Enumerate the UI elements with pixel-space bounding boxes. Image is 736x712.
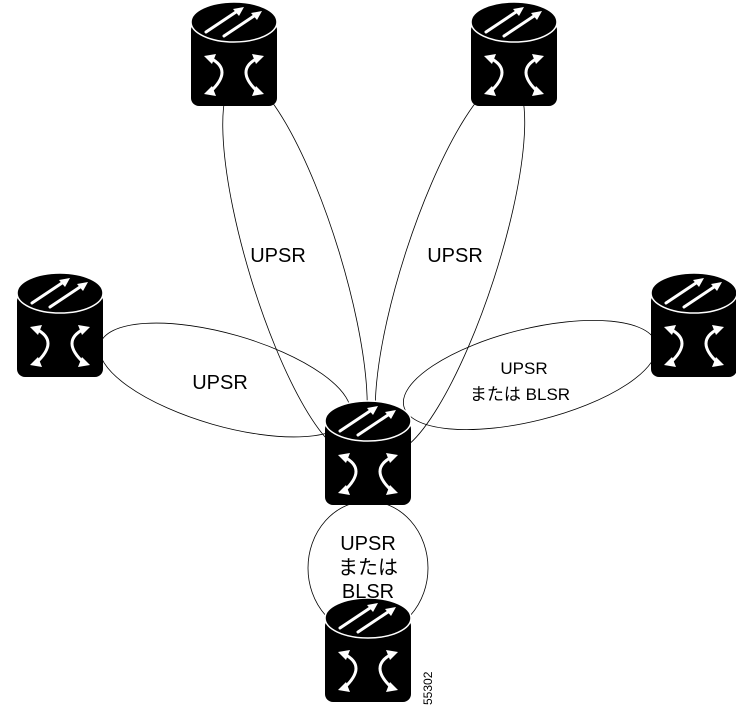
ring-label-bottom-line3: BLSR — [342, 581, 394, 603]
node-top-left-icon — [189, 0, 279, 108]
node-top-right-icon — [469, 0, 559, 108]
ring-label-right-line1: UPSR — [500, 359, 547, 378]
ring-label-top-left: UPSR — [250, 245, 306, 267]
ring-label-bottom-line1: UPSR — [340, 533, 396, 555]
ring-label-left: UPSR — [192, 372, 248, 394]
node-left-icon — [15, 271, 105, 379]
node-center-hub-icon — [323, 399, 413, 507]
node-bottom-icon — [323, 596, 413, 704]
figure-id: 55302 — [421, 671, 435, 705]
ring-label-bottom-line2: または — [338, 557, 398, 579]
node-right-icon — [649, 271, 736, 379]
ring-label-top-right: UPSR — [427, 245, 483, 267]
ring-label-right-line2: または BLSR — [470, 385, 570, 404]
